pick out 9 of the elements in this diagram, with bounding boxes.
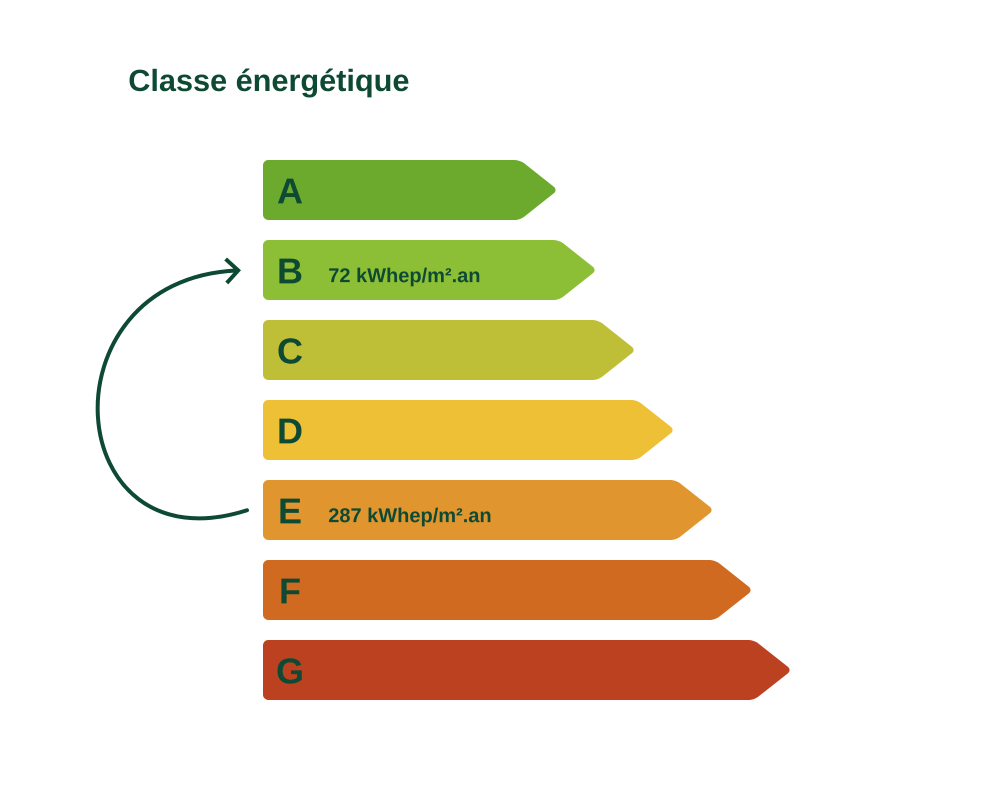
curved-arrow [96,258,249,520]
energy-class-band: B 72 kWhep/m².an [263,240,595,300]
energy-class-band: G [263,640,790,700]
energy-class-band: D [263,400,673,460]
energy-class-band: E 287 kWhep/m².an [263,480,712,540]
energy-class-band: A [263,160,556,220]
energy-class-band: F [263,560,751,620]
title: Classe énergétique [130,68,408,98]
energy-class-band: C [263,320,634,380]
